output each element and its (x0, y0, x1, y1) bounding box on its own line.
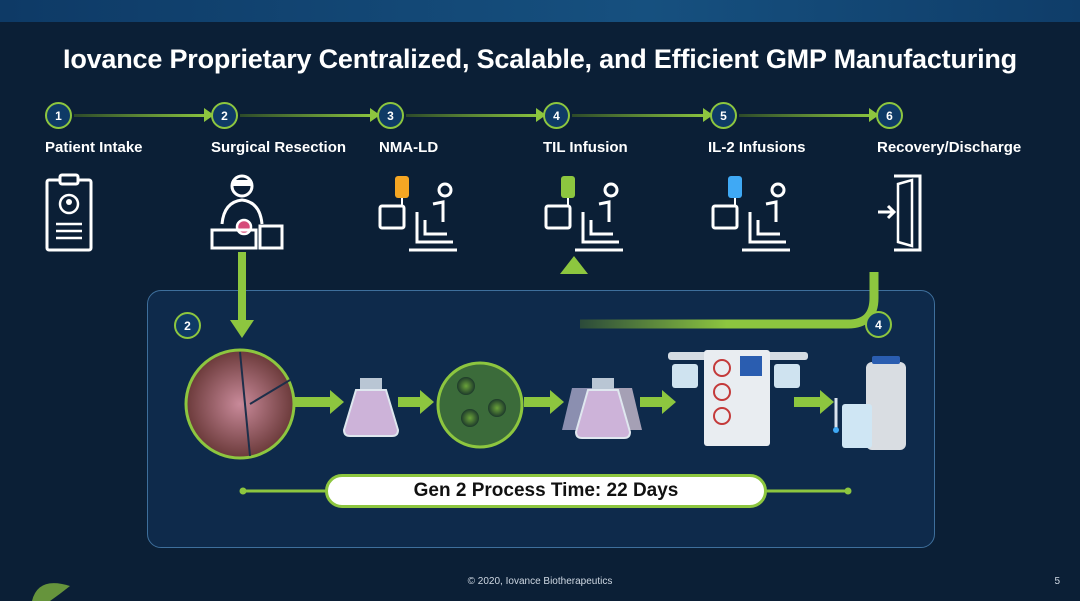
step-arrow (240, 108, 380, 122)
step-arrow (406, 108, 546, 122)
clipboard-icon (45, 173, 93, 252)
return-arrow (560, 256, 879, 329)
step-number: 3 (377, 102, 404, 129)
step-number: 6 (876, 102, 903, 129)
infusion-chair-blue-icon (711, 176, 790, 252)
down-arrow (230, 252, 254, 338)
step-label: Recovery/Discharge (877, 139, 1022, 156)
step-arrow (739, 108, 879, 122)
flow-arrow (640, 390, 676, 414)
process-time-label: Gen 2 Process Time: 22 Days (325, 474, 767, 508)
step-label: NMA-LD (379, 139, 439, 156)
copyright-footer: © 2020, Iovance Biotherapeutics (467, 576, 613, 587)
slide-title: Iovance Proprietary Centralized, Scalabl… (63, 44, 1017, 74)
flow-arrow (294, 390, 344, 414)
step-number: 1 (45, 102, 72, 129)
tumor-image (184, 348, 296, 460)
infusion-chair-green-icon (544, 176, 623, 252)
surgeon-icon (210, 174, 284, 250)
step-number: 4 (543, 102, 570, 129)
infusion-chair-orange-icon (378, 176, 457, 252)
step-arrow (74, 108, 214, 122)
bioreactor-image (668, 350, 808, 446)
step-label: Patient Intake (45, 139, 143, 156)
flask-icon (342, 378, 400, 437)
flow-arrow (524, 390, 564, 414)
flow-arrow (794, 390, 834, 414)
step-number: 5 (710, 102, 737, 129)
step-label: TIL Infusion (543, 139, 628, 156)
step-arrow (572, 108, 713, 122)
step-number: 2 (211, 102, 238, 129)
step-label: IL-2 Infusions (708, 139, 806, 156)
process-start-badge: 2 (174, 312, 201, 339)
flasks-icon (562, 378, 642, 439)
title-clip (0, 22, 1080, 44)
process-end-badge: 4 (865, 311, 892, 338)
flow-arrow (398, 390, 434, 414)
exit-door-icon (878, 174, 922, 252)
top-band (0, 0, 1080, 22)
cryostorage-image (833, 356, 906, 450)
page-number: 5 (1054, 576, 1060, 587)
cells-image (436, 361, 524, 449)
step-label: Surgical Resection (211, 139, 347, 156)
logo-leaf-icon (32, 583, 70, 601)
